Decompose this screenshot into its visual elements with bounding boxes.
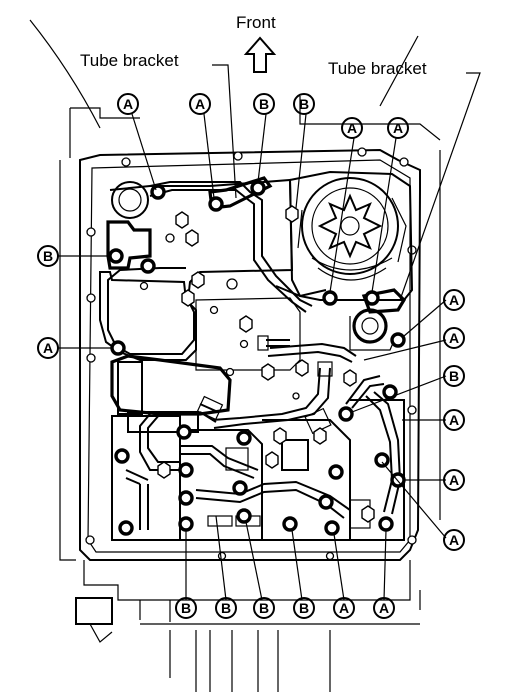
- callout-a-4: A: [387, 117, 409, 139]
- callout-b-4: B: [443, 365, 465, 387]
- svg-text:A: A: [449, 532, 459, 548]
- callout-b-1: B: [253, 93, 275, 115]
- tube-bracket-left-label: Tube bracket: [80, 51, 179, 70]
- callout-b-8: B: [293, 597, 315, 619]
- callout-a-2: A: [189, 93, 211, 115]
- svg-text:A: A: [195, 96, 205, 112]
- tube-bracket-right-leader: [399, 72, 481, 301]
- transmission-case-outline: [29, 19, 441, 692]
- svg-text:A: A: [339, 600, 349, 616]
- svg-text:A: A: [123, 96, 133, 112]
- svg-text:A: A: [449, 292, 459, 308]
- svg-text:A: A: [449, 472, 459, 488]
- front-label: Front: [236, 13, 276, 32]
- callout-b-6: B: [215, 597, 237, 619]
- svg-text:B: B: [181, 600, 191, 616]
- svg-text:A: A: [379, 600, 389, 616]
- callout-b-7: B: [253, 597, 275, 619]
- hex-bolts: [157, 205, 375, 523]
- svg-text:B: B: [299, 600, 309, 616]
- callout-a-11: A: [333, 597, 355, 619]
- callout-a-6: A: [443, 289, 465, 311]
- tube-bracket-right-label: Tube bracket: [328, 59, 427, 78]
- callout-b-3: B: [37, 245, 59, 267]
- control-valve-blocks: [99, 170, 414, 541]
- oil-tubes: [125, 181, 402, 530]
- callout-a-9: A: [443, 469, 465, 491]
- callout-b-2: B: [293, 93, 315, 115]
- perimeter-holes: [85, 147, 417, 561]
- svg-text:B: B: [299, 96, 309, 112]
- svg-text:A: A: [393, 120, 403, 136]
- callout-a-1: A: [117, 93, 139, 115]
- callout-a-10: A: [443, 529, 465, 551]
- svg-text:B: B: [43, 248, 53, 264]
- svg-text:A: A: [43, 340, 53, 356]
- svg-text:A: A: [449, 412, 459, 428]
- plate-holes: [139, 233, 340, 532]
- front-arrow-icon: [243, 36, 277, 73]
- svg-text:A: A: [449, 330, 459, 346]
- svg-text:B: B: [221, 600, 231, 616]
- svg-text:A: A: [347, 120, 357, 136]
- callout-a-5: A: [37, 337, 59, 359]
- callout-a-12: A: [373, 597, 395, 619]
- callout-a-3: A: [341, 117, 363, 139]
- tube-bracket-left-leader: [212, 64, 237, 199]
- svg-text:B: B: [449, 368, 459, 384]
- callout-a-7: A: [443, 327, 465, 349]
- marked-bolts: [108, 180, 406, 536]
- svg-text:B: B: [259, 96, 269, 112]
- callout-b-5: B: [175, 597, 197, 619]
- svg-text:B: B: [259, 600, 269, 616]
- tube-bracket-right: [361, 288, 407, 314]
- callout-leaders: [58, 113, 447, 601]
- callout-a-8: A: [443, 409, 465, 431]
